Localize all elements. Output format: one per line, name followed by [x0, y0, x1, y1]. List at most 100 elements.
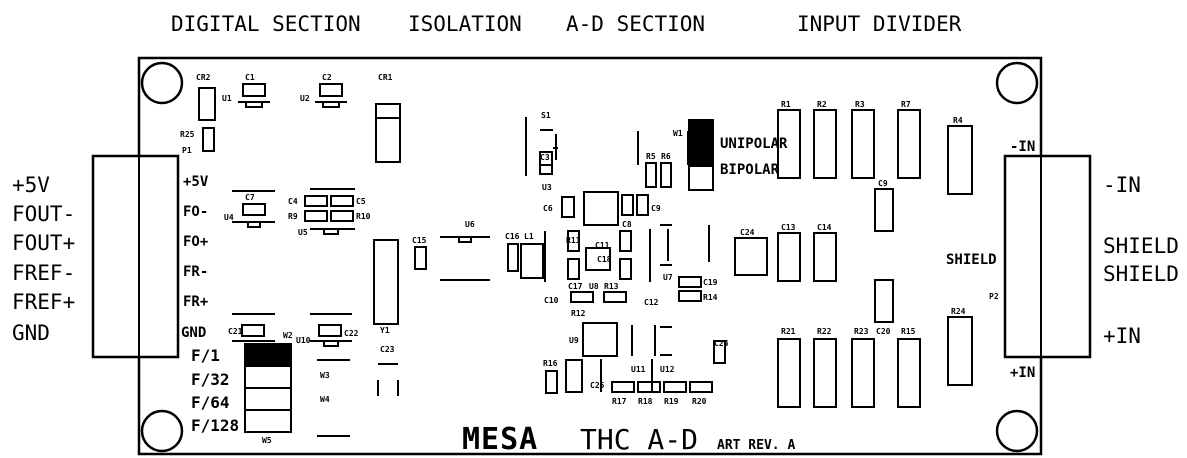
r6-part — [660, 162, 672, 188]
ref-U12: U12 — [660, 365, 675, 374]
ref-R15: R15 — [901, 327, 916, 336]
r15-part — [897, 338, 921, 408]
ref-R5: R5 — [646, 152, 656, 161]
ref-R23: R23 — [854, 327, 869, 336]
r16-part — [545, 370, 558, 394]
u2-part — [315, 101, 347, 108]
u3-part — [583, 191, 619, 226]
ref-C21: C21 — [228, 327, 243, 336]
u6-part — [440, 236, 490, 281]
u1-part — [238, 101, 270, 108]
r20-part — [689, 381, 713, 393]
ref-S1: S1 — [541, 111, 551, 120]
w1-label: W1 — [673, 129, 683, 138]
c8-part — [621, 194, 634, 216]
r7-part — [897, 109, 921, 179]
c16-part — [507, 243, 519, 272]
ext-label-gnd: GND — [12, 321, 50, 345]
ref-C25: C25 — [590, 381, 605, 390]
ref-R24: R24 — [951, 307, 966, 316]
ref-R11: R11 — [566, 236, 581, 245]
pcb-label-fr-neg: FR- — [183, 264, 208, 280]
ref-U4: U4 — [224, 213, 234, 222]
ref-C7: C7 — [245, 193, 255, 202]
input-divider-components — [734, 109, 973, 408]
ref-R7: R7 — [901, 100, 911, 109]
freq-label-f1: F/1 — [191, 346, 220, 365]
c14-part — [813, 232, 837, 282]
pcb-label-fo-pos: FO+ — [183, 234, 208, 250]
r22-part — [813, 338, 837, 408]
ref-C10: C10 — [544, 296, 559, 305]
product-title: THC A-D — [580, 423, 698, 456]
r23-part — [851, 338, 875, 408]
polarity-jumper — [688, 119, 714, 191]
ref-R16: R16 — [543, 359, 558, 368]
y1-part — [373, 239, 399, 325]
r24-part — [947, 316, 973, 386]
ref-C17: C17 — [568, 282, 583, 291]
ref-R2: R2 — [817, 100, 827, 109]
ext-label-in-neg: -IN — [1103, 173, 1141, 197]
ref-L1: L1 — [524, 232, 534, 241]
ref-CR2: CR2 — [196, 73, 211, 82]
pcb-label-fo-neg: FO- — [183, 204, 208, 220]
r21-part — [777, 338, 801, 408]
ref-C11: C11 — [595, 241, 610, 250]
u7-part — [660, 224, 710, 266]
pcb-label-5v: +5V — [183, 174, 209, 190]
ref-C1: C1 — [245, 73, 255, 82]
l1-part — [520, 243, 544, 279]
ref-C14: C14 — [817, 223, 832, 232]
ref-U10: U10 — [296, 336, 311, 345]
ref-C9: C9 — [651, 204, 661, 213]
ref-P1: P1 — [182, 146, 192, 155]
ref-U6: U6 — [465, 220, 475, 229]
c9-divider-part — [874, 188, 894, 232]
ref-C3: C3 — [540, 153, 550, 162]
ext-label-5v: +5V — [12, 173, 50, 197]
ref-C9-divider: C9 — [878, 179, 888, 188]
ext-label-shield-1: SHIELD — [1103, 234, 1179, 258]
ref-C8: C8 — [622, 220, 632, 229]
u4-part — [232, 190, 275, 228]
ext-label-fref-pos: FREF+ — [12, 290, 75, 314]
c20-part — [874, 279, 894, 323]
pcb-label-in-neg: -IN — [1010, 139, 1035, 155]
ref-U5: U5 — [298, 228, 308, 237]
c24-divider-part — [734, 237, 768, 276]
r10-part — [330, 210, 354, 222]
ref-R4: R4 — [953, 116, 963, 125]
reference-designators: CR2 C1 C2 CR1 U1 U2 R25 P1 C7 C4 C5 R9 R… — [180, 73, 966, 445]
r14-part — [678, 290, 702, 302]
ref-U8: U8 — [589, 282, 599, 291]
c24-part — [713, 340, 726, 364]
r2-part — [813, 109, 837, 179]
ref-R9: R9 — [288, 212, 298, 221]
digital-components — [198, 83, 427, 437]
r4-part — [947, 125, 973, 195]
art-revision: ART REV. A — [717, 438, 795, 453]
ref-U2: U2 — [300, 94, 310, 103]
ref-C5: C5 — [356, 197, 366, 206]
digital-section-heading: DIGITAL SECTION — [171, 12, 361, 36]
ref-C24-divider: C24 — [740, 228, 755, 237]
freq-label-f32: F/32 — [191, 370, 230, 389]
input-divider-heading: INPUT DIVIDER — [797, 12, 962, 36]
c7-part — [242, 203, 266, 216]
ref-W2: W2 — [283, 331, 293, 340]
r13-part — [603, 291, 627, 303]
r1-part — [777, 109, 801, 179]
pcb-label-shield: SHIELD — [946, 252, 997, 268]
mesa-logo: MESA — [462, 422, 537, 457]
c23-part — [377, 363, 399, 396]
ref-C23: C23 — [380, 345, 395, 354]
cr1-part — [375, 103, 401, 163]
isolation-components — [440, 236, 544, 281]
mounting-hole — [995, 409, 1039, 453]
c1-part — [242, 83, 266, 97]
c8b-part — [619, 230, 632, 252]
ad-components — [525, 117, 726, 394]
ref-R19: R19 — [664, 397, 679, 406]
